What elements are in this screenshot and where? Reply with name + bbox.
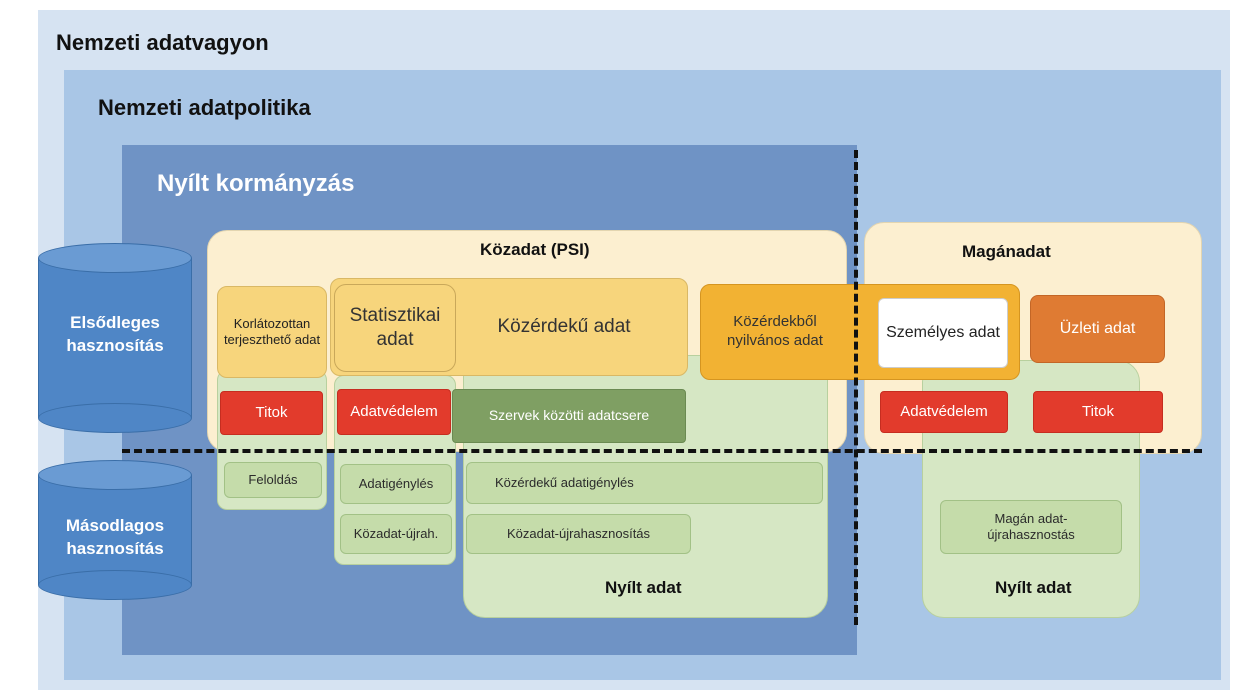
data-protection-private-box: Adatvédelem (880, 391, 1008, 433)
data-request-box: Adatigénylés (340, 464, 452, 504)
secondary-usage-cylinder-base (38, 570, 192, 600)
reuse-short-box: Közadat-újrah. (340, 514, 452, 554)
business-data-box: Üzleti adat (1030, 295, 1165, 363)
public-data-title: Közadat (PSI) (480, 240, 590, 259)
primary-usage-cylinder-top (38, 243, 192, 273)
public-from-interest-label: Közérdekből nyilvános adat (727, 313, 823, 349)
secondary-usage-cylinder-top (38, 460, 192, 490)
primary-secondary-divider (122, 449, 1202, 453)
public-interest-request-box: Közérdekű adatigénylés (466, 462, 823, 504)
open-government-title: Nyílt kormányzás (157, 170, 355, 197)
national-data-assets-title: Nemzeti adatvagyon (56, 30, 269, 55)
data-protection-public-box: Adatvédelem (337, 389, 451, 435)
public-private-divider (854, 150, 858, 625)
secret-private-box: Titok (1033, 391, 1163, 433)
restricted-data-box: Korlátozottan terjeszthető adat (217, 286, 327, 378)
national-data-policy-title: Nemzeti adatpolitika (98, 95, 311, 120)
private-reuse-box: Magán adat-újrahasznostás (940, 500, 1122, 554)
primary-usage-cylinder (38, 258, 192, 418)
secondary-usage-label: Másodlagos hasznosítás (65, 516, 165, 558)
open-data-public-label: Nyílt adat (605, 578, 682, 597)
personal-data-box: Személyes adat (878, 298, 1008, 368)
primary-usage-cylinder-base (38, 403, 192, 433)
secret-public-box: Titok (220, 391, 323, 435)
secondary-usage-cylinder (38, 475, 192, 585)
primary-usage-label: Elsődleges hasznosítás (66, 313, 164, 355)
statistical-data-box: Statisztikai adat (334, 284, 456, 372)
release-box: Feloldás (224, 462, 322, 498)
public-data-reuse-box: Közadat-újrahasznosítás (466, 514, 691, 554)
inter-agency-exchange-box: Szervek közötti adatcsere (452, 389, 686, 443)
private-data-title: Magánadat (962, 242, 1051, 261)
open-data-private-label: Nyílt adat (995, 578, 1072, 597)
